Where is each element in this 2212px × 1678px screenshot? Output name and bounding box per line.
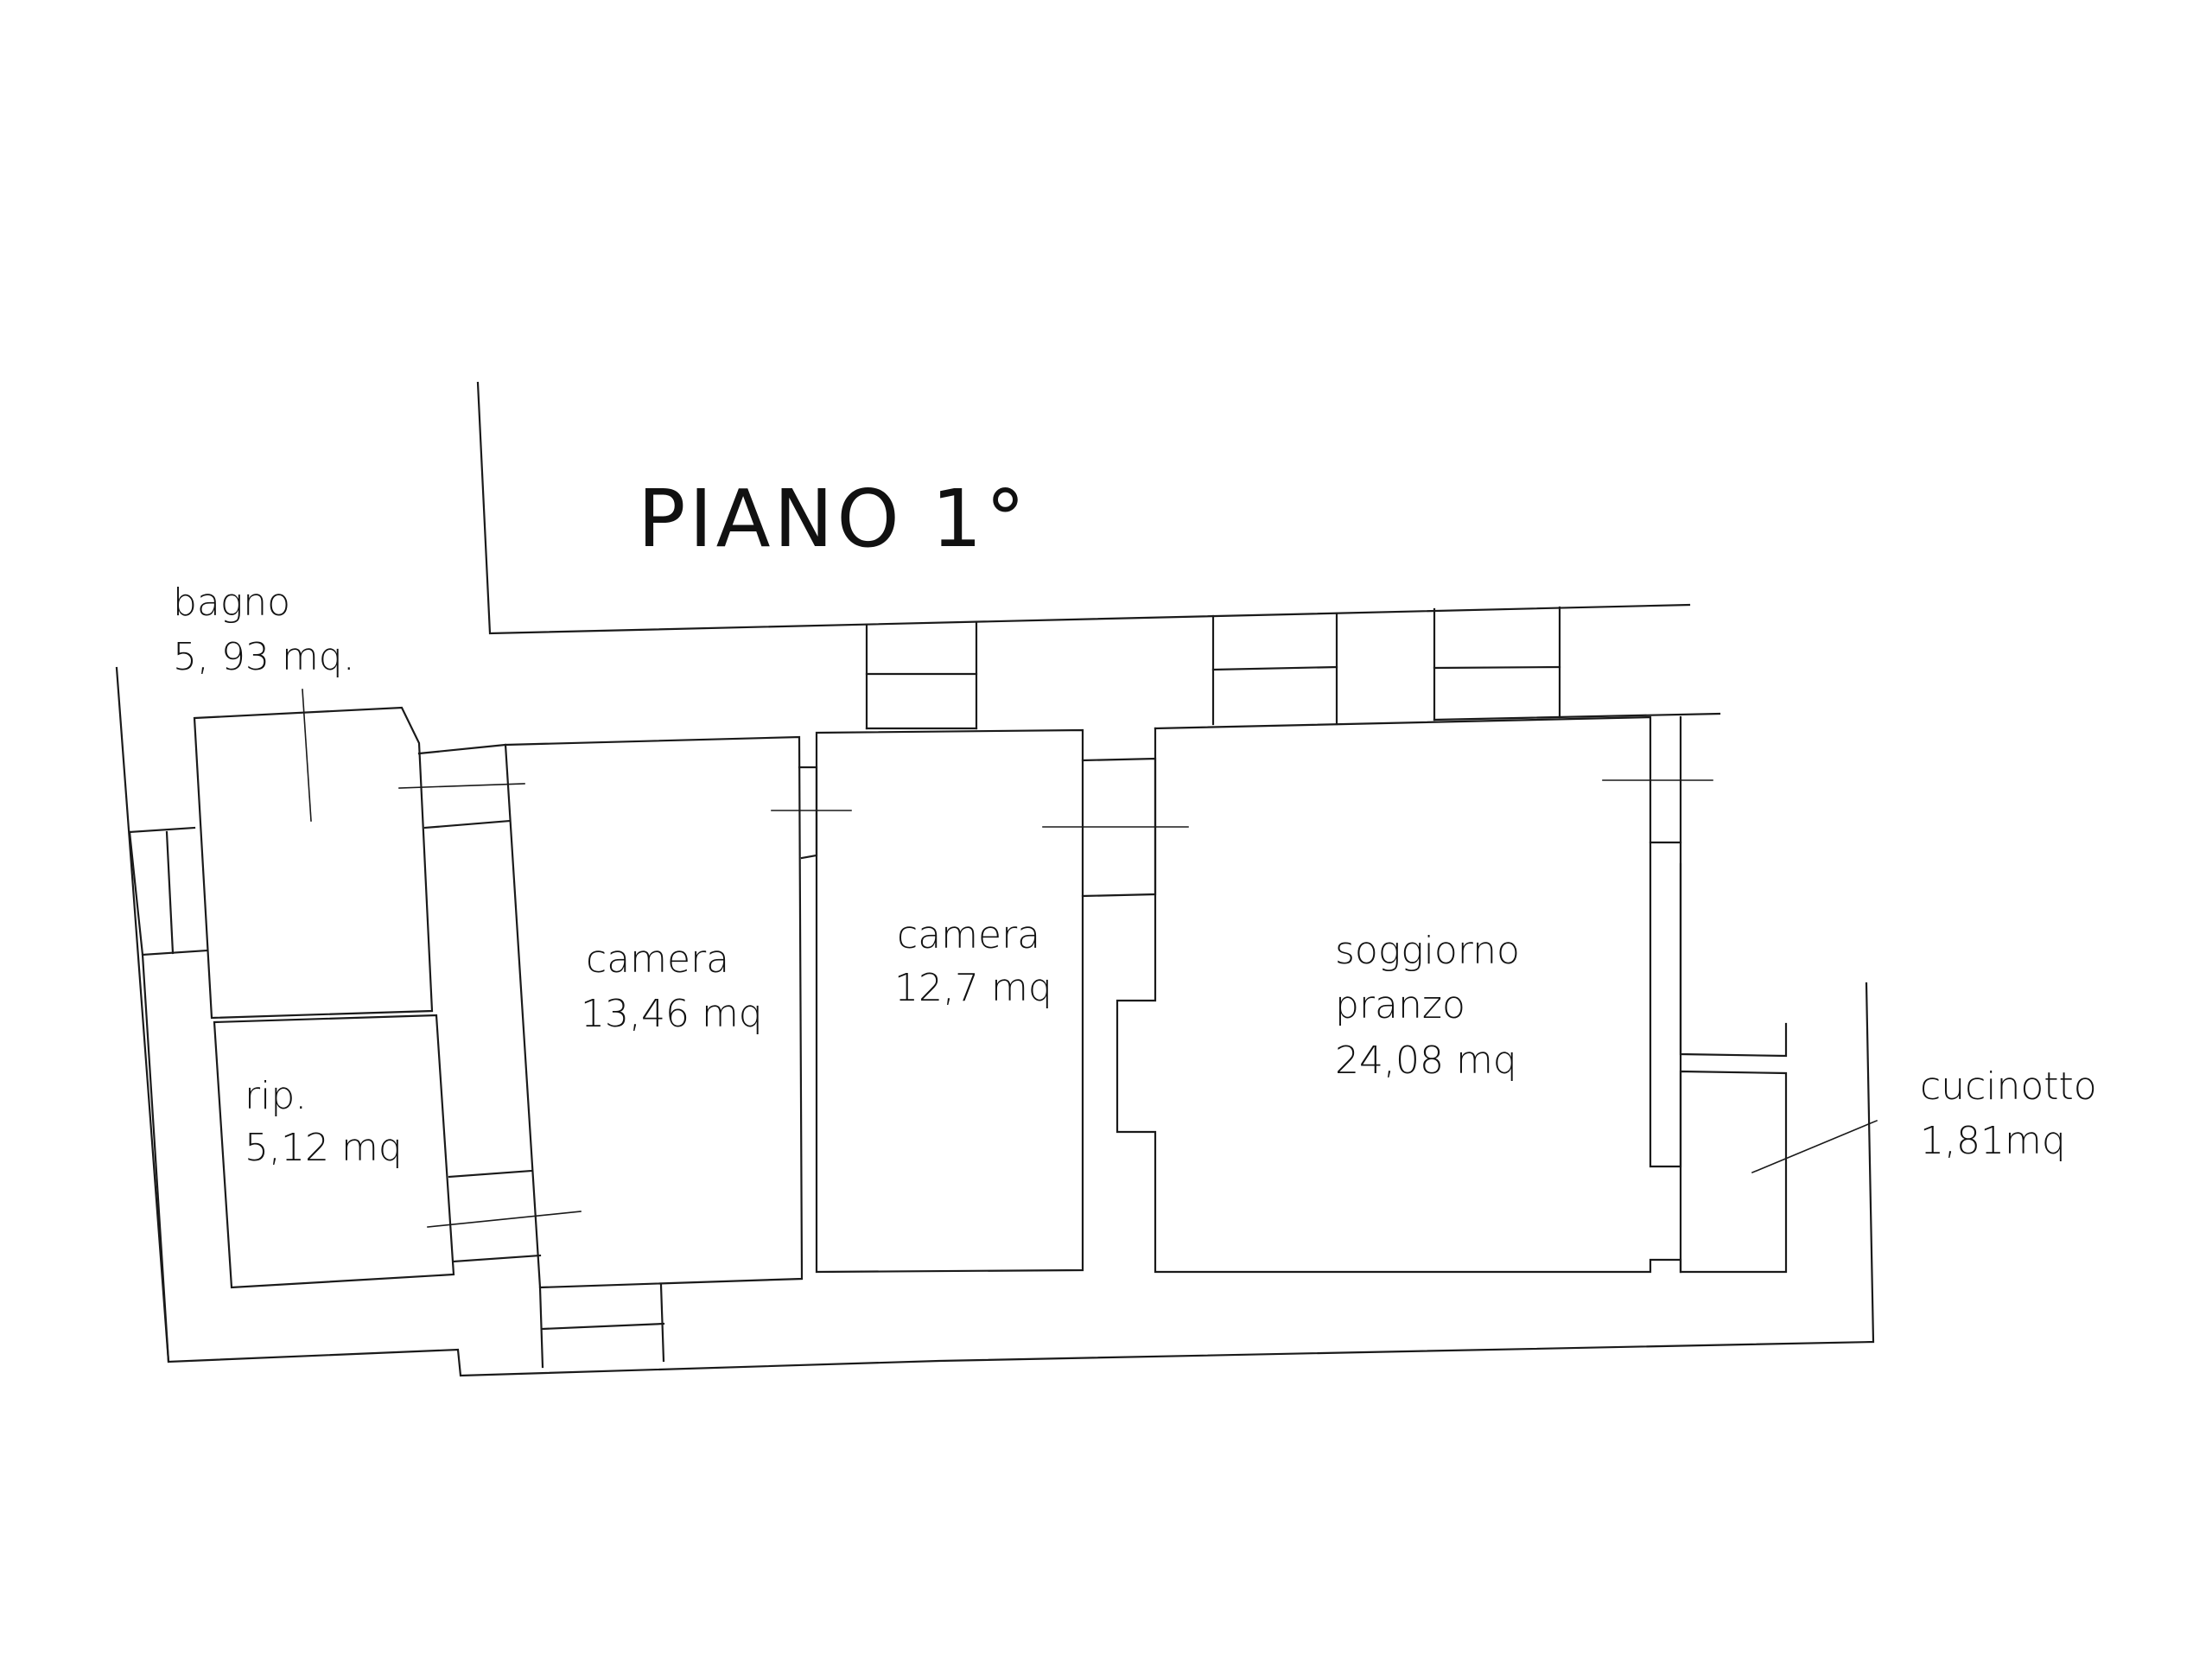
room-camera-1-walls <box>504 735 852 1369</box>
room-area-cucinotto: 1,81mq <box>1920 1119 2066 1163</box>
room-bagno-walls <box>193 689 525 1020</box>
room-label-soggiorno: soggiorno pranzo 24,08 mq <box>1335 929 1520 1083</box>
plan-title: PIANO 1° <box>638 473 1029 565</box>
room-label-camera-1: camera 13,46 mq <box>581 938 763 1036</box>
room-name-ripostiglio: rip. <box>245 1074 307 1118</box>
room-area-camera-2: 12,7 mq <box>894 966 1052 1010</box>
room-label-cucinotto: cucinotto 1,81mq <box>1920 1065 2097 1163</box>
room-name-cucinotto: cucinotto <box>1920 1065 2097 1109</box>
room-area-ripostiglio: 5,12 mq <box>245 1126 403 1170</box>
room-label-ripostiglio: rip. 5,12 mq <box>245 1074 403 1170</box>
room-label-bagno: bagno 5, 93 mq. <box>173 581 355 679</box>
room-area-bagno: 5, 93 mq. <box>173 635 355 679</box>
room-area-soggiorno: 24,08 mq <box>1335 1039 1517 1083</box>
room-name-pranzo: pranzo <box>1335 983 1465 1027</box>
room-label-camera-2: camera 12,7 mq <box>894 913 1052 1010</box>
room-name-camera-1: camera <box>586 938 729 982</box>
room-name-bagno: bagno <box>173 581 290 625</box>
room-name-camera-2: camera <box>897 913 1040 957</box>
room-name-soggiorno: soggiorno <box>1335 929 1520 973</box>
room-cucinotto-walls <box>1679 862 1878 1274</box>
room-area-camera-1: 13,46 mq <box>581 992 763 1036</box>
room-ripostiglio-walls <box>213 1014 582 1289</box>
outer-walls <box>115 381 1875 1377</box>
